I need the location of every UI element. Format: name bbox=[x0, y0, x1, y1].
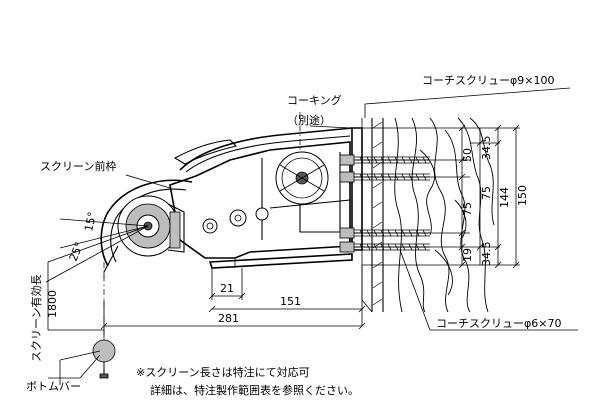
note-line-2: 詳細は、特注製作範囲表を参照ください。 bbox=[150, 383, 359, 397]
screen-length-label: スクリーン有効長 bbox=[29, 275, 43, 362]
dim-75-outer: 75 bbox=[480, 186, 493, 200]
dim-144: 144 bbox=[498, 187, 511, 208]
coach-screw-bottom bbox=[339, 227, 430, 253]
dim-75-inner: 75 bbox=[461, 202, 474, 216]
note-line-1: ※スクリーン長さは特注にて対応可 bbox=[136, 365, 310, 379]
wall-section bbox=[361, 117, 495, 313]
screen-length-value: 1800 bbox=[46, 290, 59, 318]
dim-281: 281 bbox=[218, 312, 239, 325]
front-frame bbox=[100, 179, 193, 278]
dim-150: 150 bbox=[516, 185, 529, 206]
dim-34-5-top: 34.5 bbox=[480, 136, 493, 161]
screw-top-label: コーチスクリューφ9×100 bbox=[422, 74, 554, 87]
caulking-note: （別途） bbox=[287, 113, 331, 127]
angle-15: 15° bbox=[82, 211, 99, 233]
caulking-label: コーキング bbox=[287, 93, 342, 107]
front-frame-label: スクリーン前枠 bbox=[40, 159, 116, 173]
angle-25: 25° bbox=[67, 240, 86, 263]
dim-151: 151 bbox=[280, 295, 301, 308]
dim-21: 21 bbox=[220, 282, 234, 295]
bottom-bar-label: ボトムバー bbox=[26, 380, 81, 393]
bracket bbox=[169, 112, 363, 269]
dim-19: 19 bbox=[461, 248, 474, 262]
screw-bottom-label: コーチスクリューφ6×70 bbox=[436, 317, 561, 330]
dim-50: 50 bbox=[461, 148, 474, 162]
dimension-lines bbox=[47, 87, 578, 379]
dim-34-5-bottom: 34.5 bbox=[480, 242, 493, 267]
bottom-bar bbox=[59, 330, 116, 385]
coach-screw-top bbox=[339, 154, 430, 183]
